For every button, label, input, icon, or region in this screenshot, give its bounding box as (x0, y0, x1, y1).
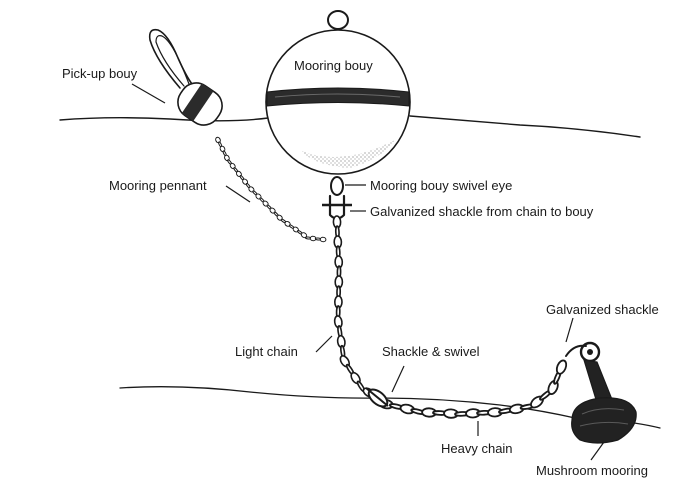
pickup-loop-inner (155, 35, 190, 87)
buoy-band (266, 87, 410, 107)
anchor-cap (571, 397, 637, 444)
chains (215, 136, 568, 419)
leader-mushroom (590, 441, 605, 461)
label-pickup-buoy: Pick-up bouy (62, 66, 138, 81)
label-shackle-swivel: Shackle & swivel (382, 344, 480, 359)
label-galvanized-shackle: Galvanized shackle (546, 302, 659, 317)
bottom-swivel (365, 387, 389, 408)
leader-galv-shackle (565, 317, 574, 343)
label-light-chain: Light chain (235, 344, 298, 359)
mooring-buoy (265, 10, 411, 220)
water-surface-line (59, 115, 641, 138)
buoy-shackle (328, 194, 346, 220)
label-shackle-chain-to-buoy: Galvanized shackle from chain to bouy (370, 204, 594, 219)
label-mushroom-mooring: Mushroom mooring (536, 463, 648, 478)
swivel-eye (330, 176, 344, 196)
anchor-shackle (565, 344, 587, 357)
leader-shackle-swivel (391, 365, 405, 393)
swivel-pin (365, 387, 389, 407)
mooring-pennant-chain (215, 136, 327, 243)
label-heavy-chain: Heavy chain (441, 441, 513, 456)
heavy-chain (378, 359, 568, 419)
light-chain (332, 215, 375, 398)
label-mooring-buoy: Mooring bouy (294, 58, 373, 73)
buoy-band-highlight (274, 93, 401, 98)
leader-light-chain (315, 335, 333, 353)
chain-link (319, 236, 327, 243)
leader-pickup (131, 83, 166, 104)
label-mooring-pennant: Mooring pennant (109, 178, 207, 193)
pickup-band (181, 83, 214, 122)
buoy-shading (300, 140, 395, 168)
label-swivel-eye: Mooring bouy swivel eye (370, 178, 513, 193)
buoy-top-ring (327, 10, 349, 30)
leader-pennant (225, 185, 251, 203)
leader-lines (131, 83, 605, 461)
chain-link (555, 359, 568, 375)
pickup-buoy (148, 28, 223, 126)
mushroom-anchor (565, 341, 637, 444)
